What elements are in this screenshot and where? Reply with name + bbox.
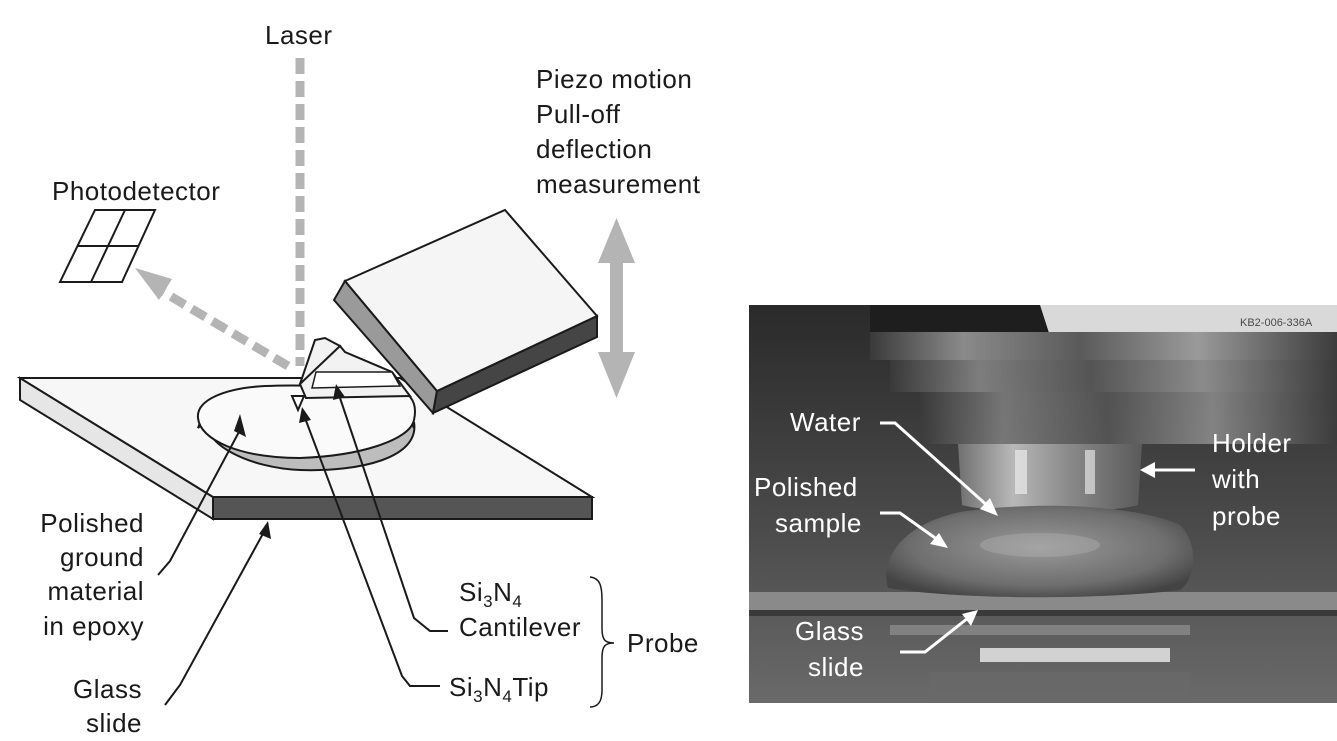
piezo-label-line-2: Pull-off <box>536 99 621 129</box>
part-number-label: KB2-006-336A <box>1240 317 1313 329</box>
photo-arrowheads <box>930 462 1155 626</box>
polished-label-line-3: material <box>48 576 144 606</box>
water-label: Water <box>790 407 861 437</box>
glass-label-line-2: slide <box>808 652 864 682</box>
holder-label-line-2: with <box>1211 464 1260 494</box>
probe-brace <box>589 576 615 708</box>
afm-schematic: Laser Piezo motion Pull-off deflection m… <box>16 20 700 738</box>
piezo-motion-arrow <box>598 218 635 398</box>
instrument-housing: KB2-006-336A <box>870 305 1337 444</box>
cantilever <box>290 336 412 413</box>
cantilever-label: Cantilever <box>459 612 581 642</box>
leader-arrowheads <box>234 384 345 539</box>
piezo-label-line-4: measurement <box>536 169 701 199</box>
polished-label-line-1: Polished <box>40 508 144 538</box>
leader-lines <box>157 391 448 706</box>
probe-label: Probe <box>627 628 699 658</box>
glass-slide-label-line-2: slide <box>86 708 142 738</box>
photo-labels: Water Holder with probe Polished sample … <box>754 407 1292 682</box>
glass-label-line-1: Glass <box>795 616 864 646</box>
polished-label-line-2: ground <box>60 542 144 572</box>
reflected-beam <box>135 268 291 370</box>
water-droplet <box>886 505 1194 598</box>
probe-holder-block <box>332 208 599 416</box>
glass-slide-label-line-1: Glass <box>73 674 142 704</box>
tip-label: Si3N4Tip <box>449 672 549 706</box>
polished-sample-label-line-1: Polished <box>754 472 858 502</box>
holder-label-line-3: probe <box>1212 501 1281 531</box>
polished-sample-label-line-2: sample <box>775 508 862 538</box>
glass-slide-strip <box>749 592 1337 610</box>
cantilever-formula: Si3N4 <box>459 577 522 611</box>
laser-label: Laser <box>265 20 333 50</box>
polished-label-line-4: in epoxy <box>43 611 144 641</box>
photodetector-icon <box>58 209 157 283</box>
piezo-label-line-3: deflection <box>536 134 652 164</box>
holder-with-probe <box>958 444 1142 513</box>
probe-photo: KB2-006-336A <box>749 305 1337 703</box>
photodetector-label: Photodetector <box>52 176 220 206</box>
schematic-labels: Laser Piezo motion Pull-off deflection m… <box>40 20 700 738</box>
holder-label-line-1: Holder <box>1212 428 1292 458</box>
piezo-label-line-1: Piezo motion <box>536 64 692 94</box>
photo-leader-lines <box>880 421 1195 654</box>
